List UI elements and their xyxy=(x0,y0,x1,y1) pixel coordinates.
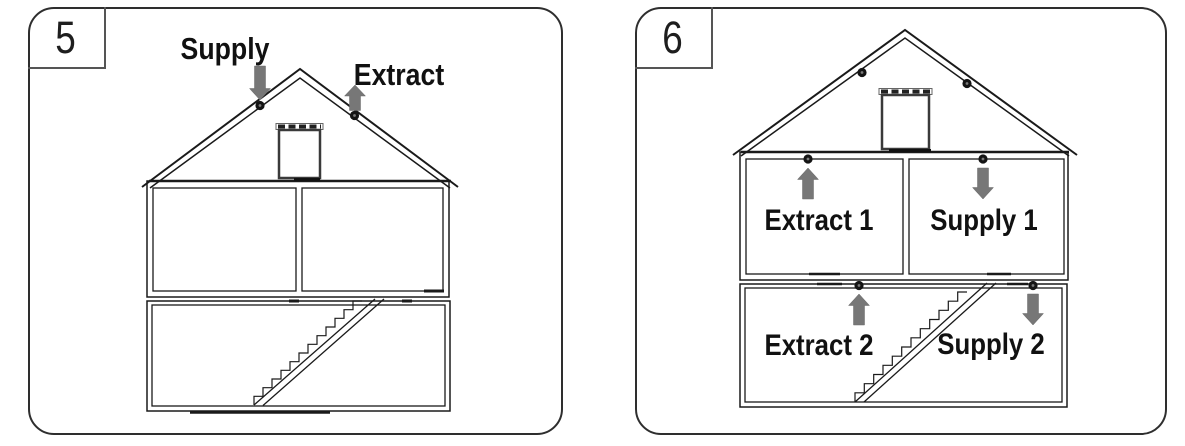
figure-6-panel: 6 xyxy=(635,7,1167,435)
ventilation-unit xyxy=(275,123,324,181)
staircase xyxy=(854,282,997,403)
roof-inner-line xyxy=(740,37,1070,157)
figure-number-box: 5 xyxy=(28,7,106,69)
supply-duct-dot-center xyxy=(258,104,262,107)
upper-left-room xyxy=(152,187,297,292)
lower-floor-outer-wall xyxy=(739,283,1068,408)
supply-1-duct-dot-center xyxy=(981,157,985,161)
lower-floor-room xyxy=(744,287,1063,403)
lower-floor-room xyxy=(151,304,446,407)
supply-label: Supply xyxy=(180,31,270,66)
extract-1-label: Extract 1 xyxy=(764,204,874,237)
supply-2-label: Supply 2 xyxy=(937,328,1045,361)
extract-label: Extract xyxy=(353,57,445,92)
supply-1-down-arrow-icon xyxy=(971,167,995,200)
staircase xyxy=(253,298,385,406)
supply-2-down-arrow-icon xyxy=(1021,293,1045,326)
roof-left-duct-dot-center xyxy=(860,71,864,74)
roof-inner-line xyxy=(149,77,451,189)
figure-number: 5 xyxy=(55,11,77,63)
extract-2-duct-dot-center xyxy=(857,284,861,287)
extract-up-arrow-icon xyxy=(343,84,367,111)
upper-floor-outer-wall xyxy=(146,180,450,298)
upper-right-room xyxy=(301,187,444,292)
house-cross-section-single-point xyxy=(141,65,459,414)
extract-1-up-arrow-icon xyxy=(796,167,820,200)
extract-2-label: Extract 2 xyxy=(764,329,874,362)
figure-number-box: 6 xyxy=(635,7,713,69)
roof-outer-line xyxy=(141,67,459,188)
ventilation-unit xyxy=(878,88,933,152)
extract-2-up-arrow-icon xyxy=(847,293,871,326)
supply-down-arrow-icon xyxy=(248,65,272,101)
supply-1-label: Supply 1 xyxy=(930,204,1038,237)
roof-outer-line xyxy=(732,28,1078,156)
figure-5-panel: 5 xyxy=(28,7,563,435)
extract-1-duct-dot-center xyxy=(806,157,810,161)
supply-2-duct-dot-center xyxy=(1031,284,1035,287)
roof-right-duct-dot-center xyxy=(965,82,969,85)
extract-duct-dot-center xyxy=(353,114,356,117)
figure-number: 6 xyxy=(662,11,684,63)
house-cross-section-multi-point xyxy=(732,28,1078,408)
